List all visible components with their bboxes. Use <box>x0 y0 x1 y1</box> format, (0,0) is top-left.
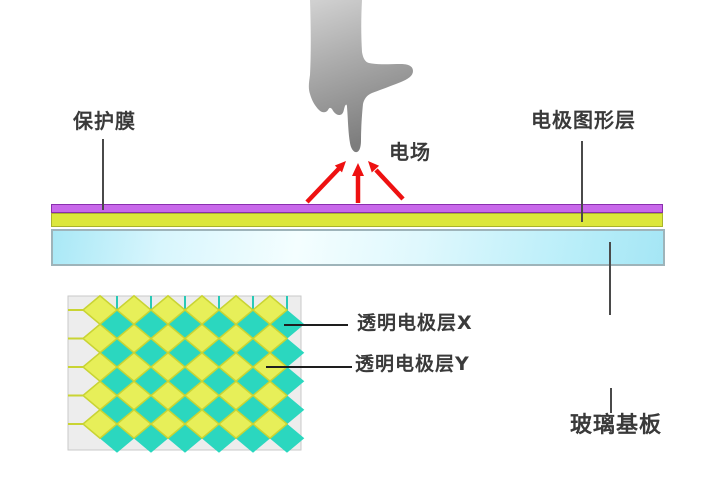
electrode-y-leader-line <box>266 366 352 368</box>
electrode-pattern-layer <box>51 213 663 227</box>
glass-substrate-layer <box>51 229 665 266</box>
electric-field-label: 电场 <box>389 140 431 164</box>
glass-substrate-label: 玻璃基板 <box>570 413 663 438</box>
electrode-pattern-leader-line <box>581 141 583 222</box>
protective-film-layer <box>51 204 663 213</box>
electrode-layer-x-label: 透明电极层X <box>357 312 473 334</box>
glass-substrate-leader-line-lower <box>610 388 612 413</box>
electrode-x-leader-line <box>284 324 348 326</box>
glass-substrate-leader-line-upper <box>609 242 611 315</box>
electrode-pattern-label: 电极图形层 <box>531 108 636 132</box>
protective-film-leader-line <box>102 139 104 210</box>
electrode-layer-y-label: 透明电极层Y <box>355 353 470 375</box>
pointing-finger-icon <box>308 0 413 153</box>
electric-field-arrows-icon <box>305 161 405 204</box>
protective-film-label: 保护膜 <box>73 109 136 133</box>
electrode-diamond-pattern <box>67 294 305 453</box>
